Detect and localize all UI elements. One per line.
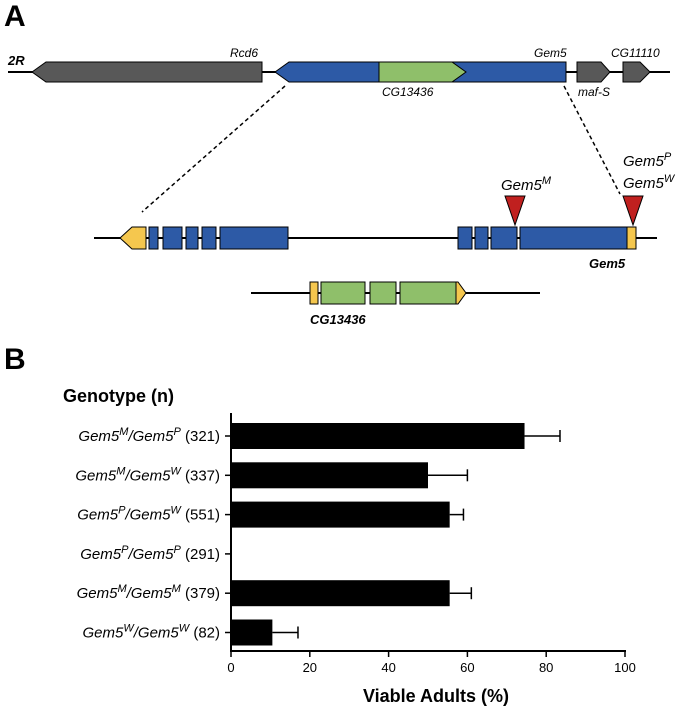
gem5-exon xyxy=(457,226,473,250)
x-tick-label: 40 xyxy=(381,660,395,675)
gene-gem5-label: Gem5 xyxy=(534,46,567,60)
gem5-exon xyxy=(519,226,628,250)
bar xyxy=(231,501,450,528)
bar xyxy=(231,580,450,607)
mutation-w-label: Gem5W xyxy=(623,173,676,192)
cg13436-exon xyxy=(369,281,397,305)
gene-mafs xyxy=(576,61,611,83)
gem5-utr-5 xyxy=(119,226,147,250)
cg13436-model-label: CG13436 xyxy=(310,312,366,327)
insertion-m-triangle xyxy=(504,195,526,227)
mutation-p-label: Gem5P xyxy=(623,151,672,170)
gene-rcd6 xyxy=(31,61,263,83)
x-tick-label: 60 xyxy=(460,660,474,675)
genotype-label: Gem5W/Gem5W (82) xyxy=(83,623,221,642)
cg13436-exon xyxy=(320,281,366,305)
x-tick-label: 80 xyxy=(539,660,553,675)
gene-cg13436-label: CG13436 xyxy=(382,85,434,99)
zoom-line-left xyxy=(141,85,286,213)
viability-bar-chart: Gem5M/Gem5P (321) Gem5M/Gem5W (337) Gem5P/… xyxy=(75,413,636,706)
cg13436-utr-3 xyxy=(455,281,467,305)
genotype-header: Genotype (n) xyxy=(63,386,174,406)
gene-rcd6-label: Rcd6 xyxy=(230,46,258,60)
gem5-exon xyxy=(201,226,217,250)
gene-mafs-label: maf-S xyxy=(578,85,610,99)
bar xyxy=(231,423,525,449)
x-axis-title: Viable Adults (%) xyxy=(363,686,509,706)
panel-a-label: A xyxy=(4,0,26,33)
genotype-label: Gem5M/Gem5M (379) xyxy=(77,583,220,602)
gene-cg13436 xyxy=(378,61,467,83)
x-tick-label: 20 xyxy=(303,660,317,675)
genotype-label: Gem5P/Gem5W (551) xyxy=(77,505,220,524)
genotype-label: Gem5M/Gem5W (337) xyxy=(75,465,220,484)
gem5-utr-3 xyxy=(626,226,637,250)
gene-cg11110 xyxy=(622,61,651,83)
cg13436-utr-5 xyxy=(309,281,319,305)
genotype-label: Gem5M/Gem5P (321) xyxy=(78,426,220,445)
mutation-m-label: Gem5M xyxy=(501,175,552,194)
gem5-exon xyxy=(474,226,489,250)
zoom-line-right xyxy=(563,85,621,195)
gem5-exon xyxy=(185,226,199,250)
x-tick-label: 0 xyxy=(227,660,234,675)
bar xyxy=(231,462,428,489)
gem5-exon xyxy=(490,226,518,250)
gene-cg11110-label: CG11110 xyxy=(611,46,660,60)
gem5-exon xyxy=(148,226,159,250)
gem5-model-label: Gem5 xyxy=(589,256,626,271)
chromosome-label: 2R xyxy=(7,53,25,68)
gem5-exon xyxy=(219,226,289,250)
cg13436-exon xyxy=(399,281,457,305)
x-tick-label: 100 xyxy=(614,660,636,675)
bar xyxy=(231,619,273,646)
genotype-label: Gem5P/Gem5P (291) xyxy=(80,544,220,563)
panel-b-label: B xyxy=(4,343,26,376)
gem5-exon xyxy=(162,226,183,250)
insertion-pw-triangle xyxy=(622,195,644,227)
